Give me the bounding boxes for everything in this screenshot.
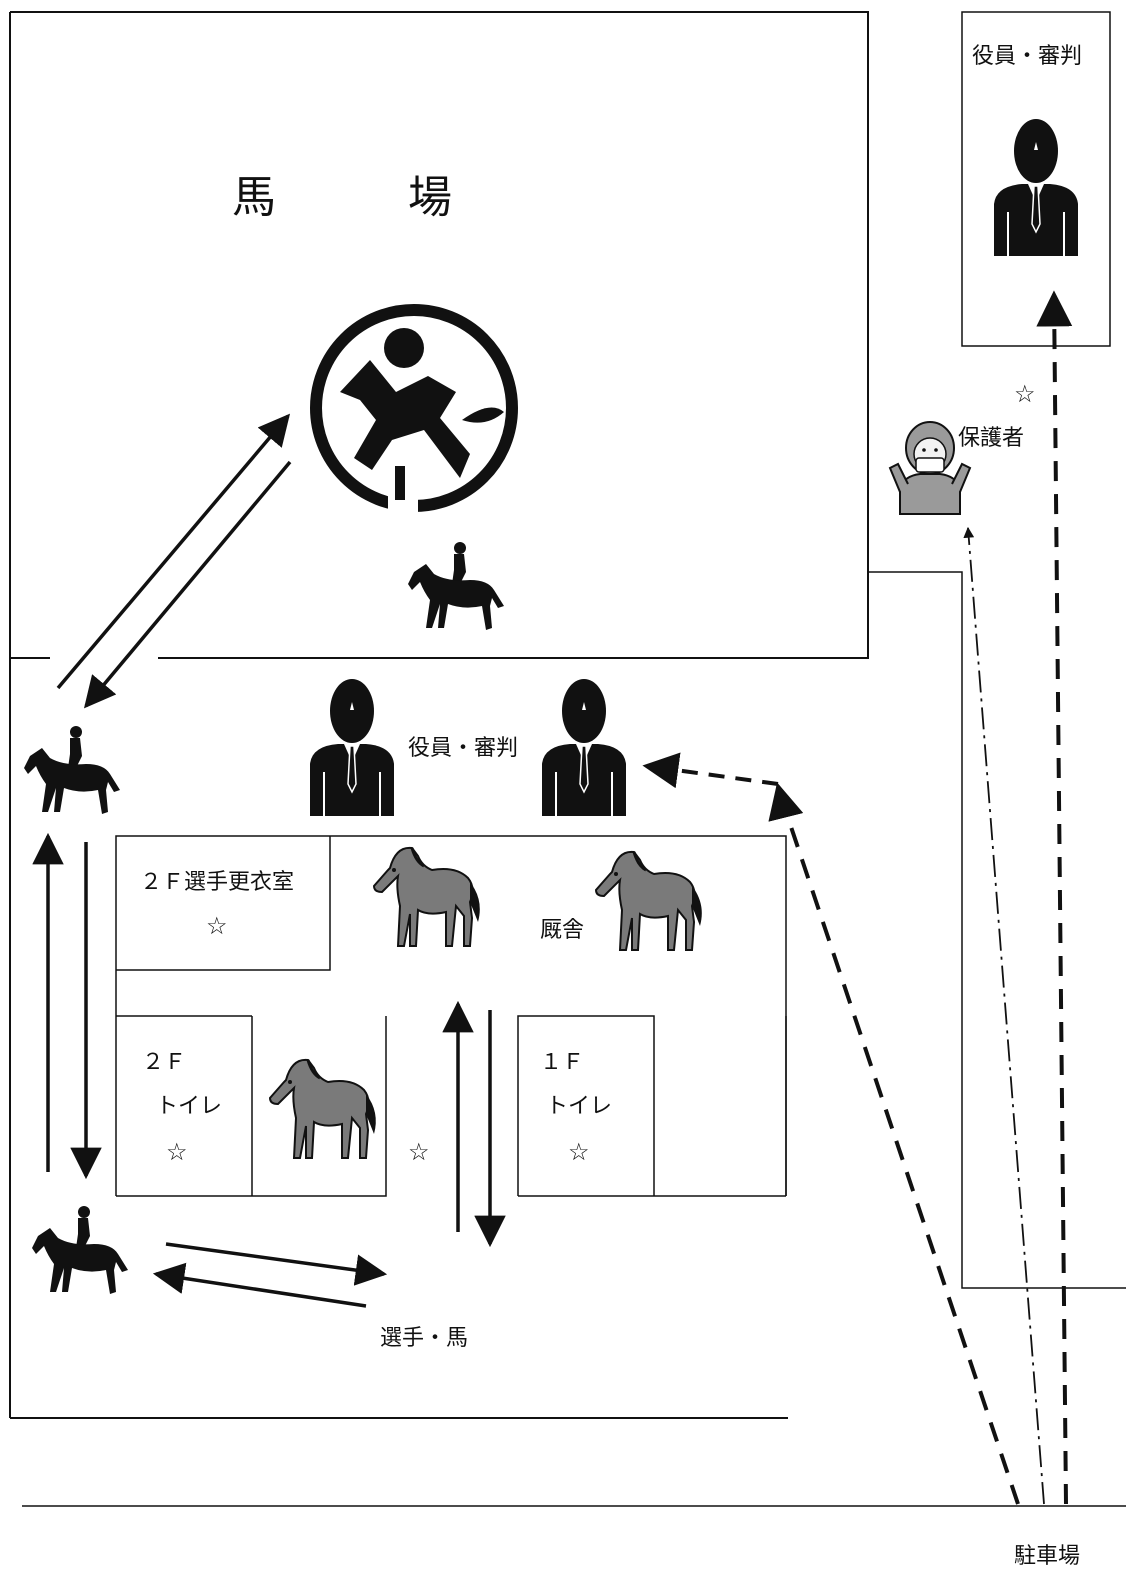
- toilet-2f-name-label: トイレ: [156, 1094, 223, 1119]
- rider-on-horse-icon: [408, 542, 504, 630]
- toilet-1f-floor-label: １Ｆ: [540, 1050, 585, 1075]
- stable-label: 厩舎: [540, 918, 585, 943]
- arena-boundary: [9, 11, 869, 1419]
- official-person-icon: [993, 118, 1079, 257]
- toilet-2f-floor-label: ２Ｆ: [142, 1050, 187, 1075]
- right-corridor-lines: [868, 11, 1126, 1289]
- changing-room-label: ２Ｆ選手更衣室: [140, 870, 295, 895]
- star-marker: ☆: [568, 1138, 590, 1166]
- horse-icon: [594, 850, 704, 952]
- official-person-icon: [541, 678, 627, 817]
- horse-icon: [372, 846, 482, 948]
- rider-on-horse-icon: [24, 726, 120, 814]
- rider-horse-label: 選手・馬: [380, 1326, 469, 1351]
- parking-label: 駐車場: [1014, 1544, 1081, 1569]
- officials-label-mid: 役員・審判: [408, 736, 519, 761]
- official-person-icon: [309, 678, 395, 817]
- arena-label: 馬 場: [232, 172, 496, 223]
- officials-label-top: 役員・審判: [972, 44, 1083, 69]
- star-marker: ☆: [408, 1138, 430, 1166]
- toilet-1f-name-label: トイレ: [546, 1094, 613, 1119]
- building-outline: [115, 835, 787, 1197]
- star-marker: ☆: [1014, 380, 1036, 408]
- parking-routes: [642, 290, 1073, 1505]
- guardian-label: 保護者: [958, 426, 1025, 451]
- rider-flow-arrows: [32, 413, 506, 1308]
- equestrian-pictogram-icon: [310, 304, 518, 524]
- rider-on-horse-icon: [32, 1206, 128, 1294]
- star-marker: ☆: [206, 912, 228, 940]
- star-marker: ☆: [166, 1138, 188, 1166]
- horse-icon: [268, 1058, 378, 1160]
